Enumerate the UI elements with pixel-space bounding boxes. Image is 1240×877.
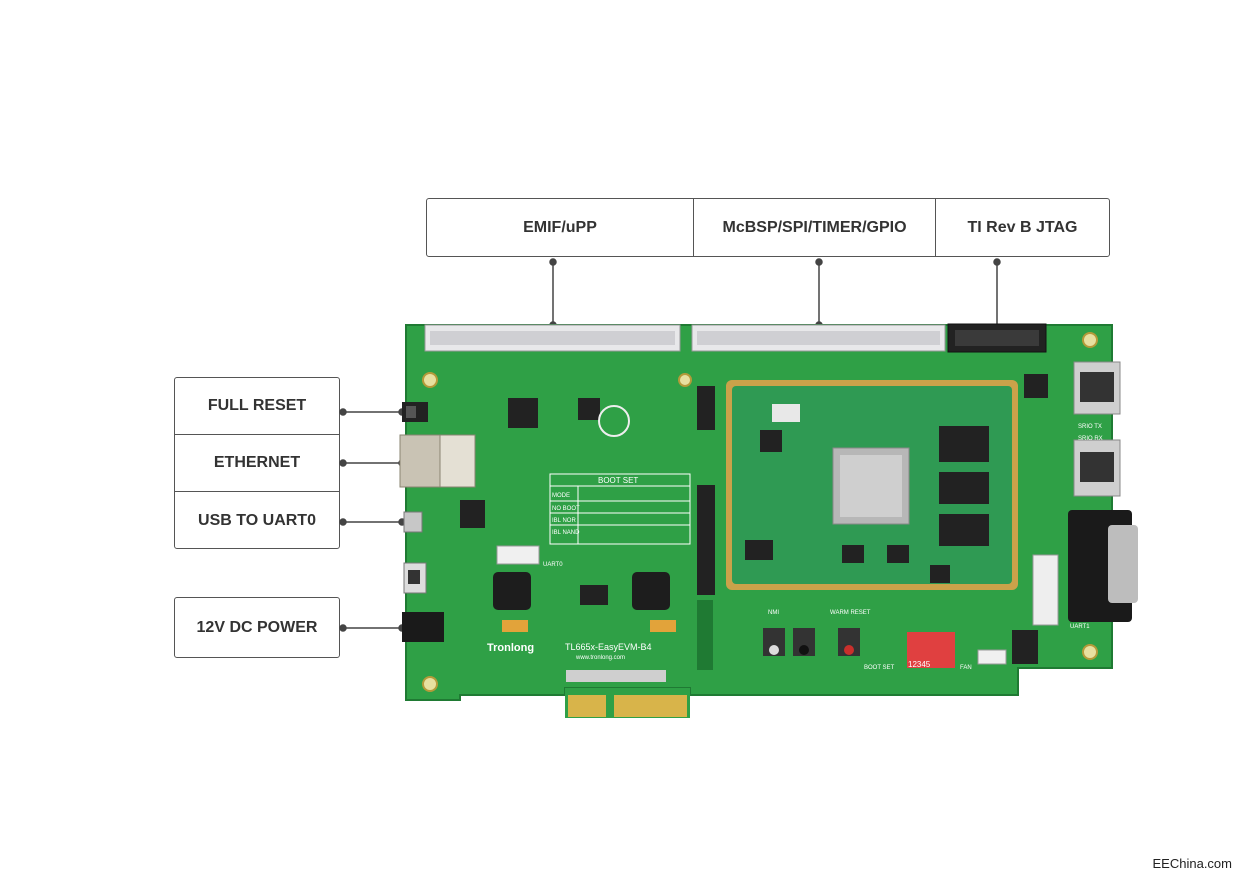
boot-row-iblnor: IBL NOR [552, 518, 576, 524]
boot-row-noboot: NO BOOT [552, 506, 580, 512]
boot-set-sw-text: BOOT SET [864, 665, 895, 671]
pcb-components [460, 361, 1138, 682]
ethernet-jack [399, 434, 476, 488]
label-usb-to-uart0: USB TO UART0 [198, 511, 316, 529]
nmi-text: NMI [768, 610, 779, 616]
boot-row-mode: MODE [552, 493, 570, 499]
credit-text: EEChina.com [1152, 856, 1232, 871]
emif-upp-header [424, 324, 681, 352]
power-switch [403, 562, 427, 594]
boot-set-title: BOOT SET [598, 476, 638, 485]
label-full-reset: FULL RESET [175, 378, 339, 435]
warm-reset-text: WARM RESET [830, 610, 871, 616]
label-emif-upp: EMIF/uPP [427, 199, 694, 256]
label-ti-jtag: TI Rev B JTAG [967, 218, 1078, 236]
core-module [726, 380, 1018, 590]
dc-power-jack [402, 612, 444, 642]
uart0-text: UART0 [543, 562, 563, 568]
mcbsp-header [691, 324, 946, 352]
dip-numbers: 12345 [908, 660, 931, 669]
srio-tx-text: SRIO TX [1078, 424, 1102, 430]
brand-text: Tronlong [487, 642, 534, 654]
board-text: BOOT SET MODE NO BOOT IBL NOR IBL NAND T… [487, 424, 1103, 671]
mounting-holes [422, 332, 1098, 692]
jtag-header [947, 323, 1047, 353]
boot-row-iblnand: IBL NAND [552, 530, 580, 536]
usb-connector [403, 511, 423, 533]
label-ethernet: ETHERNET [175, 435, 339, 492]
boot-set-table [549, 473, 691, 545]
top-label-group: EMIF/uPP McBSP/SPI/TIMER/GPIO TI Rev B J… [426, 198, 1110, 257]
uart1-text: UART1 [1070, 624, 1090, 630]
full-reset-button [402, 402, 428, 422]
website-text: www.tronlong.com [575, 655, 625, 661]
fan-text: FAN [960, 665, 972, 671]
label-12v-dc-power: 12V DC POWER [174, 597, 340, 658]
model-text: TL665x-EasyEVM-B4 [565, 642, 652, 652]
label-mcbsp-spi-timer-gpio: McBSP/SPI/TIMER/GPIO [694, 199, 936, 256]
pcie-gold-fingers [568, 695, 687, 717]
srio-rx-text: SRIO RX [1078, 436, 1103, 442]
